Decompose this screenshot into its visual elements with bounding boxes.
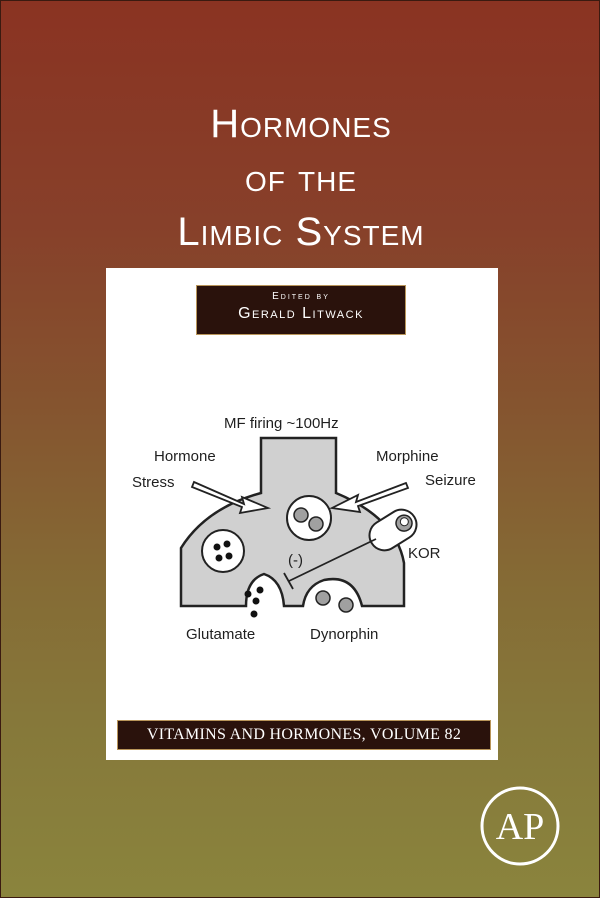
title-line-2: of the (245, 156, 357, 200)
glutamate-dot (225, 552, 233, 560)
publisher-logo: AP (480, 786, 560, 866)
logo-ring (480, 786, 560, 866)
vesicle-glutamate-left (201, 529, 245, 573)
logo-letters: AP (496, 806, 545, 848)
label-seizure: Seizure (425, 472, 476, 489)
series-label: VITAMINS AND HORMONES, VOLUME 82 (117, 720, 491, 750)
synapse-diagram: MF firing ~100Hz Hormone Stress Morphine… (132, 415, 476, 643)
seizure-arrow (329, 481, 410, 514)
label-glutamate: Glutamate (186, 626, 255, 643)
dynorphin-granule (315, 590, 331, 606)
dynorphin-granule (308, 516, 324, 532)
glutamate-dot (250, 610, 258, 618)
glutamate-dot (223, 540, 231, 548)
dynorphin-granule (293, 507, 309, 523)
label-stress: Stress (132, 474, 175, 491)
title-line-1: Hormones (210, 102, 392, 146)
glutamate-dot (244, 590, 252, 598)
stress-arrow (190, 480, 272, 515)
edited-by-text: Edited by (272, 291, 330, 302)
glutamate-dot (213, 543, 221, 551)
label-inhibit: (-) (288, 552, 303, 569)
kor-receptor (368, 508, 418, 552)
title-line-3: Limbic System (177, 210, 425, 254)
vesicle-dynorphin-top (286, 495, 332, 541)
inhibition-line (288, 538, 377, 582)
editor-name: Gerald Litwack (238, 305, 364, 322)
label-kor: KOR (408, 545, 441, 562)
cover-panel: Edited by Gerald Litwack (106, 268, 498, 760)
label-hormone: Hormone (154, 448, 216, 465)
glutamate-dot (252, 597, 260, 605)
label-morphine: Morphine (376, 448, 439, 465)
glutamate-dot (256, 586, 264, 594)
editor-label: Edited by Gerald Litwack (196, 285, 406, 335)
label-dynorphin: Dynorphin (310, 626, 378, 643)
inhibition-bar (283, 572, 294, 590)
glutamate-dot (215, 554, 223, 562)
dynorphin-granule (338, 597, 354, 613)
label-mf-firing: MF firing ~100Hz (224, 415, 339, 432)
